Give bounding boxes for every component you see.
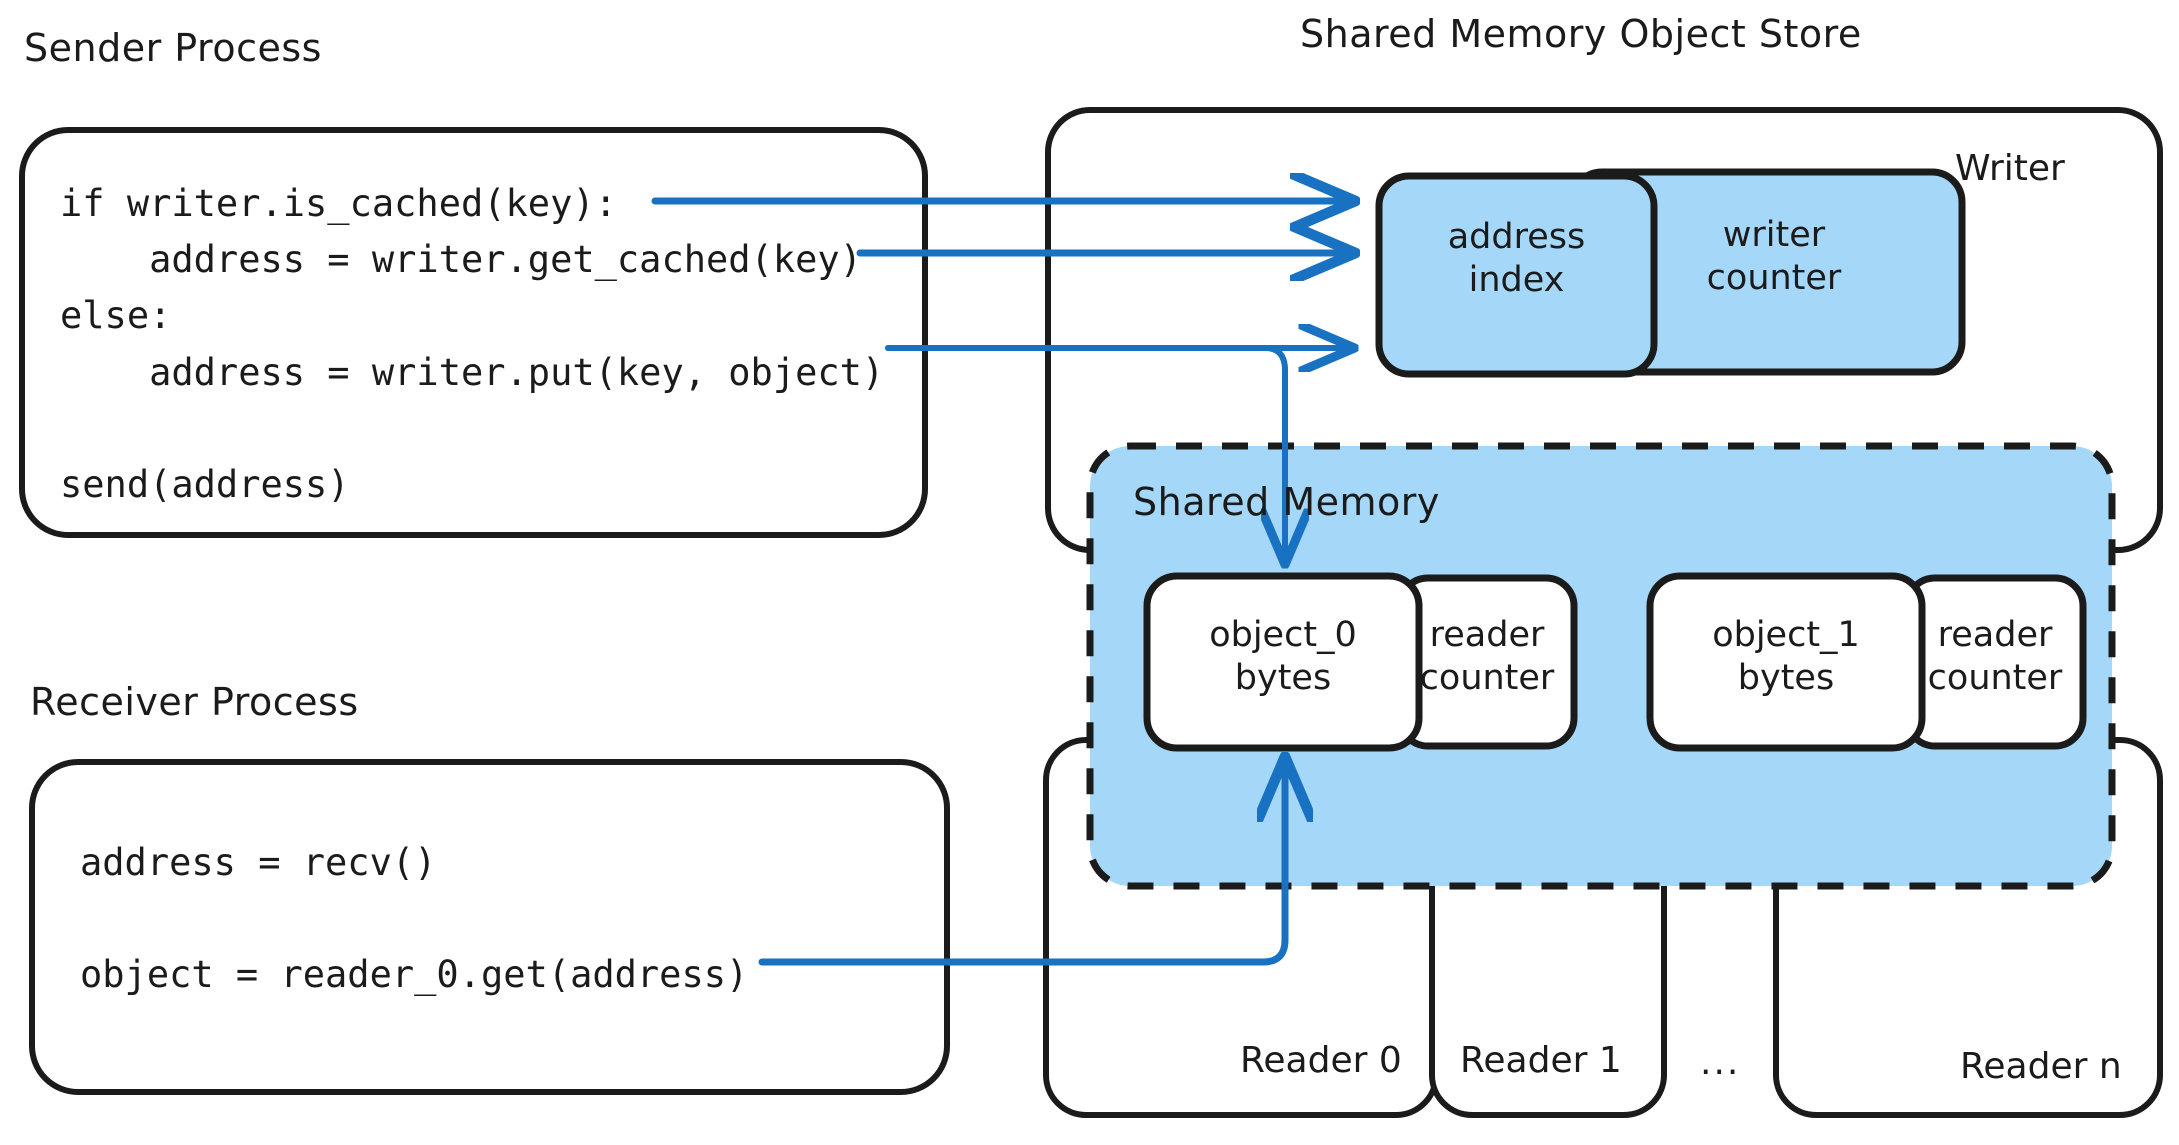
- writer-corner-label: Writer: [1955, 148, 2065, 189]
- reader-counter-1-label-line-1: reader: [1937, 615, 2053, 655]
- receiver-code-line-1: address = recv(): [80, 841, 437, 884]
- writer-counter-label-line-1: writer: [1722, 215, 1826, 255]
- arrow-put-to-object-0-bytes: [885, 345, 1285, 560]
- reader-0-corner-label: Reader 0: [1240, 1040, 1402, 1081]
- reader-counter-1-label-line-2: counter: [1927, 657, 2063, 698]
- address-index-label-line-2: index: [1468, 259, 1565, 300]
- sender-process-title: Sender Process: [24, 26, 322, 70]
- sender-code-line-6: send(address): [60, 463, 350, 507]
- readers-ellipsis-label: ...: [1700, 1042, 1741, 1083]
- receiver-code-line-3: object = reader_0.get(address): [80, 953, 749, 997]
- receiver-process-title: Receiver Process: [30, 680, 359, 724]
- receiver-code-block: address = recv() object = reader_0.get(a…: [80, 835, 748, 1004]
- arrow-reader-get-to-object-0-bytes: [758, 762, 1285, 966]
- sender-process-box: [19, 127, 928, 538]
- object-0-bytes-label-line-2: bytes: [1234, 657, 1332, 698]
- writer-counter-label-line-2: counter: [1706, 257, 1842, 298]
- object-0-bytes-cell: [1143, 572, 1423, 752]
- sender-code-line-1: if writer.is_cached(key):: [60, 182, 617, 225]
- sender-code-line-3: else:: [60, 294, 172, 338]
- object-1-bytes-cell: [1646, 572, 1926, 752]
- sender-code-line-2: address = writer.get_cached(key): [60, 238, 862, 282]
- address-index-cell: [1375, 172, 1658, 378]
- reader-n-corner-label: Reader n: [1960, 1046, 2122, 1087]
- object-1-bytes-label-line-1: object_1: [1712, 615, 1860, 655]
- sender-code-block: if writer.is_cached(key): address = writ…: [60, 176, 884, 513]
- address-index-label-line-1: address: [1447, 217, 1586, 257]
- receiver-process-box: [29, 759, 950, 1095]
- reader-counter-0-label-line-1: reader: [1429, 615, 1545, 655]
- shared-memory-object-store-title: Shared Memory Object Store: [1300, 12, 1862, 56]
- reader-counter-0-label-line-2: counter: [1419, 657, 1555, 698]
- shared-memory-label: Shared Memory: [1133, 480, 1440, 524]
- reader-1-corner-label: Reader 1: [1460, 1040, 1622, 1081]
- object-1-bytes-label-line-2: bytes: [1737, 657, 1835, 698]
- shared-memory-region: [1086, 442, 2116, 890]
- object-0-bytes-label-line-1: object_0: [1209, 615, 1357, 655]
- sender-code-line-4: address = writer.put(key, object): [60, 350, 885, 394]
